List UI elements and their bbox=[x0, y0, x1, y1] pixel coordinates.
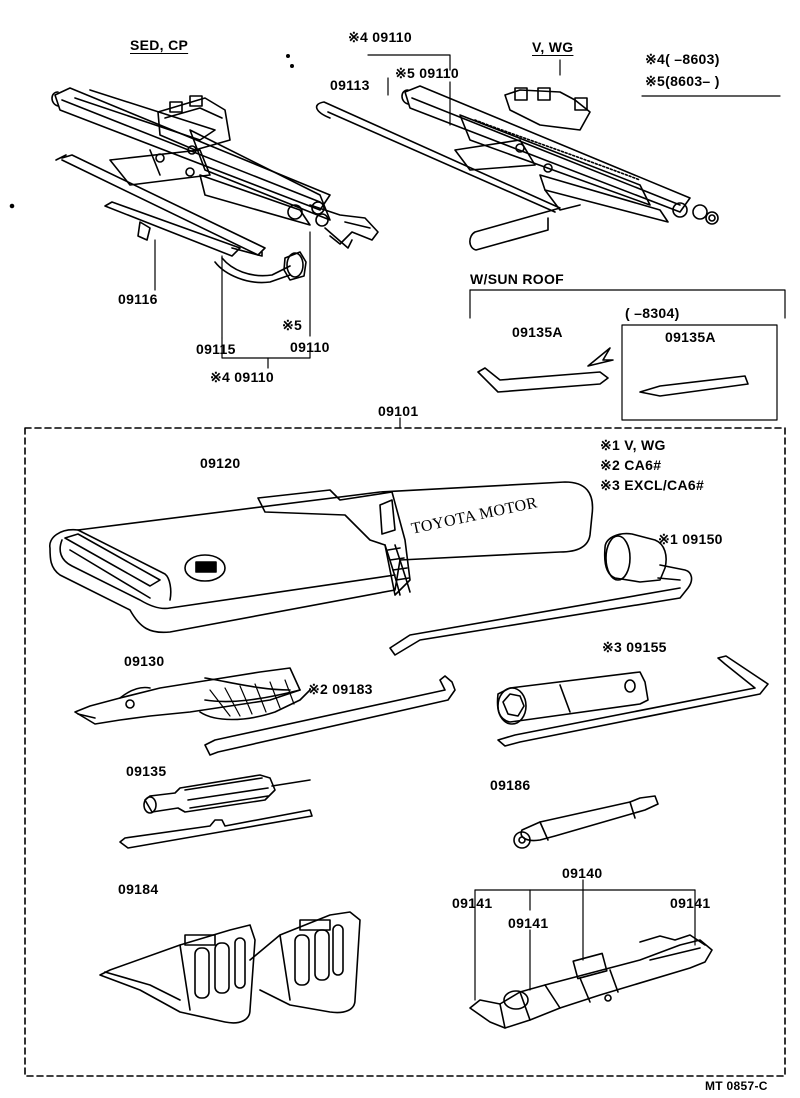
kit-note-2: ※2 CA6# bbox=[600, 457, 662, 473]
tool-bag-icon bbox=[50, 482, 593, 632]
part-09150: ※1 09150 bbox=[658, 531, 723, 547]
screwdriver-icon bbox=[120, 775, 312, 848]
part-09120: 09120 bbox=[200, 455, 241, 471]
part-09186: 09186 bbox=[490, 777, 531, 793]
wheel-chocks-icon bbox=[100, 912, 360, 1023]
diagram-code: MT 0857-C bbox=[705, 1079, 768, 1093]
part-09101: 09101 bbox=[378, 403, 419, 419]
note-range-5: ※5(8603– ) bbox=[645, 73, 720, 89]
lug-rod-icon bbox=[205, 676, 455, 755]
part-note4-09110-right: ※4 09110 bbox=[348, 29, 412, 45]
heading-sed-cp: SED, CP bbox=[130, 37, 189, 53]
pliers-icon bbox=[75, 668, 310, 724]
scissor-jack-left-icon bbox=[52, 88, 378, 283]
heading-sun-roof: W/SUN ROOF bbox=[470, 271, 564, 287]
part-09141-a: 09141 bbox=[452, 895, 493, 911]
part-09113: 09113 bbox=[330, 77, 370, 93]
leader-lines-right bbox=[368, 55, 780, 125]
leader-lines-left bbox=[155, 232, 310, 368]
scissor-jack-right-icon bbox=[317, 86, 718, 250]
part-09135: 09135 bbox=[126, 763, 167, 779]
kit-note-3: ※3 EXCL/CA6# bbox=[600, 477, 705, 493]
sunroof-screwdriver-icon bbox=[478, 348, 748, 396]
part-09115: 09115 bbox=[196, 341, 236, 357]
part-09140: 09140 bbox=[562, 865, 603, 881]
part-09141-c: 09141 bbox=[670, 895, 711, 911]
kit-dashed-frame bbox=[25, 428, 785, 1076]
part-note5-left: ※5 bbox=[282, 317, 303, 333]
part-09135a: 09135A bbox=[512, 324, 563, 340]
plug-wrench-icon bbox=[498, 656, 769, 746]
part-09184: 09184 bbox=[118, 881, 159, 897]
part-09183: ※2 09183 bbox=[308, 681, 373, 697]
wrench-set-icon bbox=[470, 935, 712, 1028]
part-09110-left: 09110 bbox=[290, 339, 330, 355]
leader-lines-wrench bbox=[475, 880, 695, 1000]
socket-wrench-icon bbox=[390, 534, 692, 655]
sunroof-range: ( –8304) bbox=[625, 305, 680, 321]
extension-bar-icon bbox=[514, 796, 658, 848]
kit-note-1: ※1 V, WG bbox=[600, 437, 666, 453]
part-09141-b: 09141 bbox=[508, 915, 549, 931]
part-09135a-inset: 09135A bbox=[665, 329, 716, 345]
part-09130: 09130 bbox=[124, 653, 165, 669]
part-09116: 09116 bbox=[118, 291, 158, 307]
part-note4-09110-left: ※4 09110 bbox=[210, 369, 274, 385]
heading-v-wg: V, WG bbox=[532, 39, 574, 55]
part-09155: ※3 09155 bbox=[602, 639, 667, 655]
sun-roof-frame bbox=[470, 290, 785, 420]
note-range-4: ※4( –8603) bbox=[645, 51, 720, 67]
part-note5-09110-right: ※5 09110 bbox=[395, 65, 459, 81]
